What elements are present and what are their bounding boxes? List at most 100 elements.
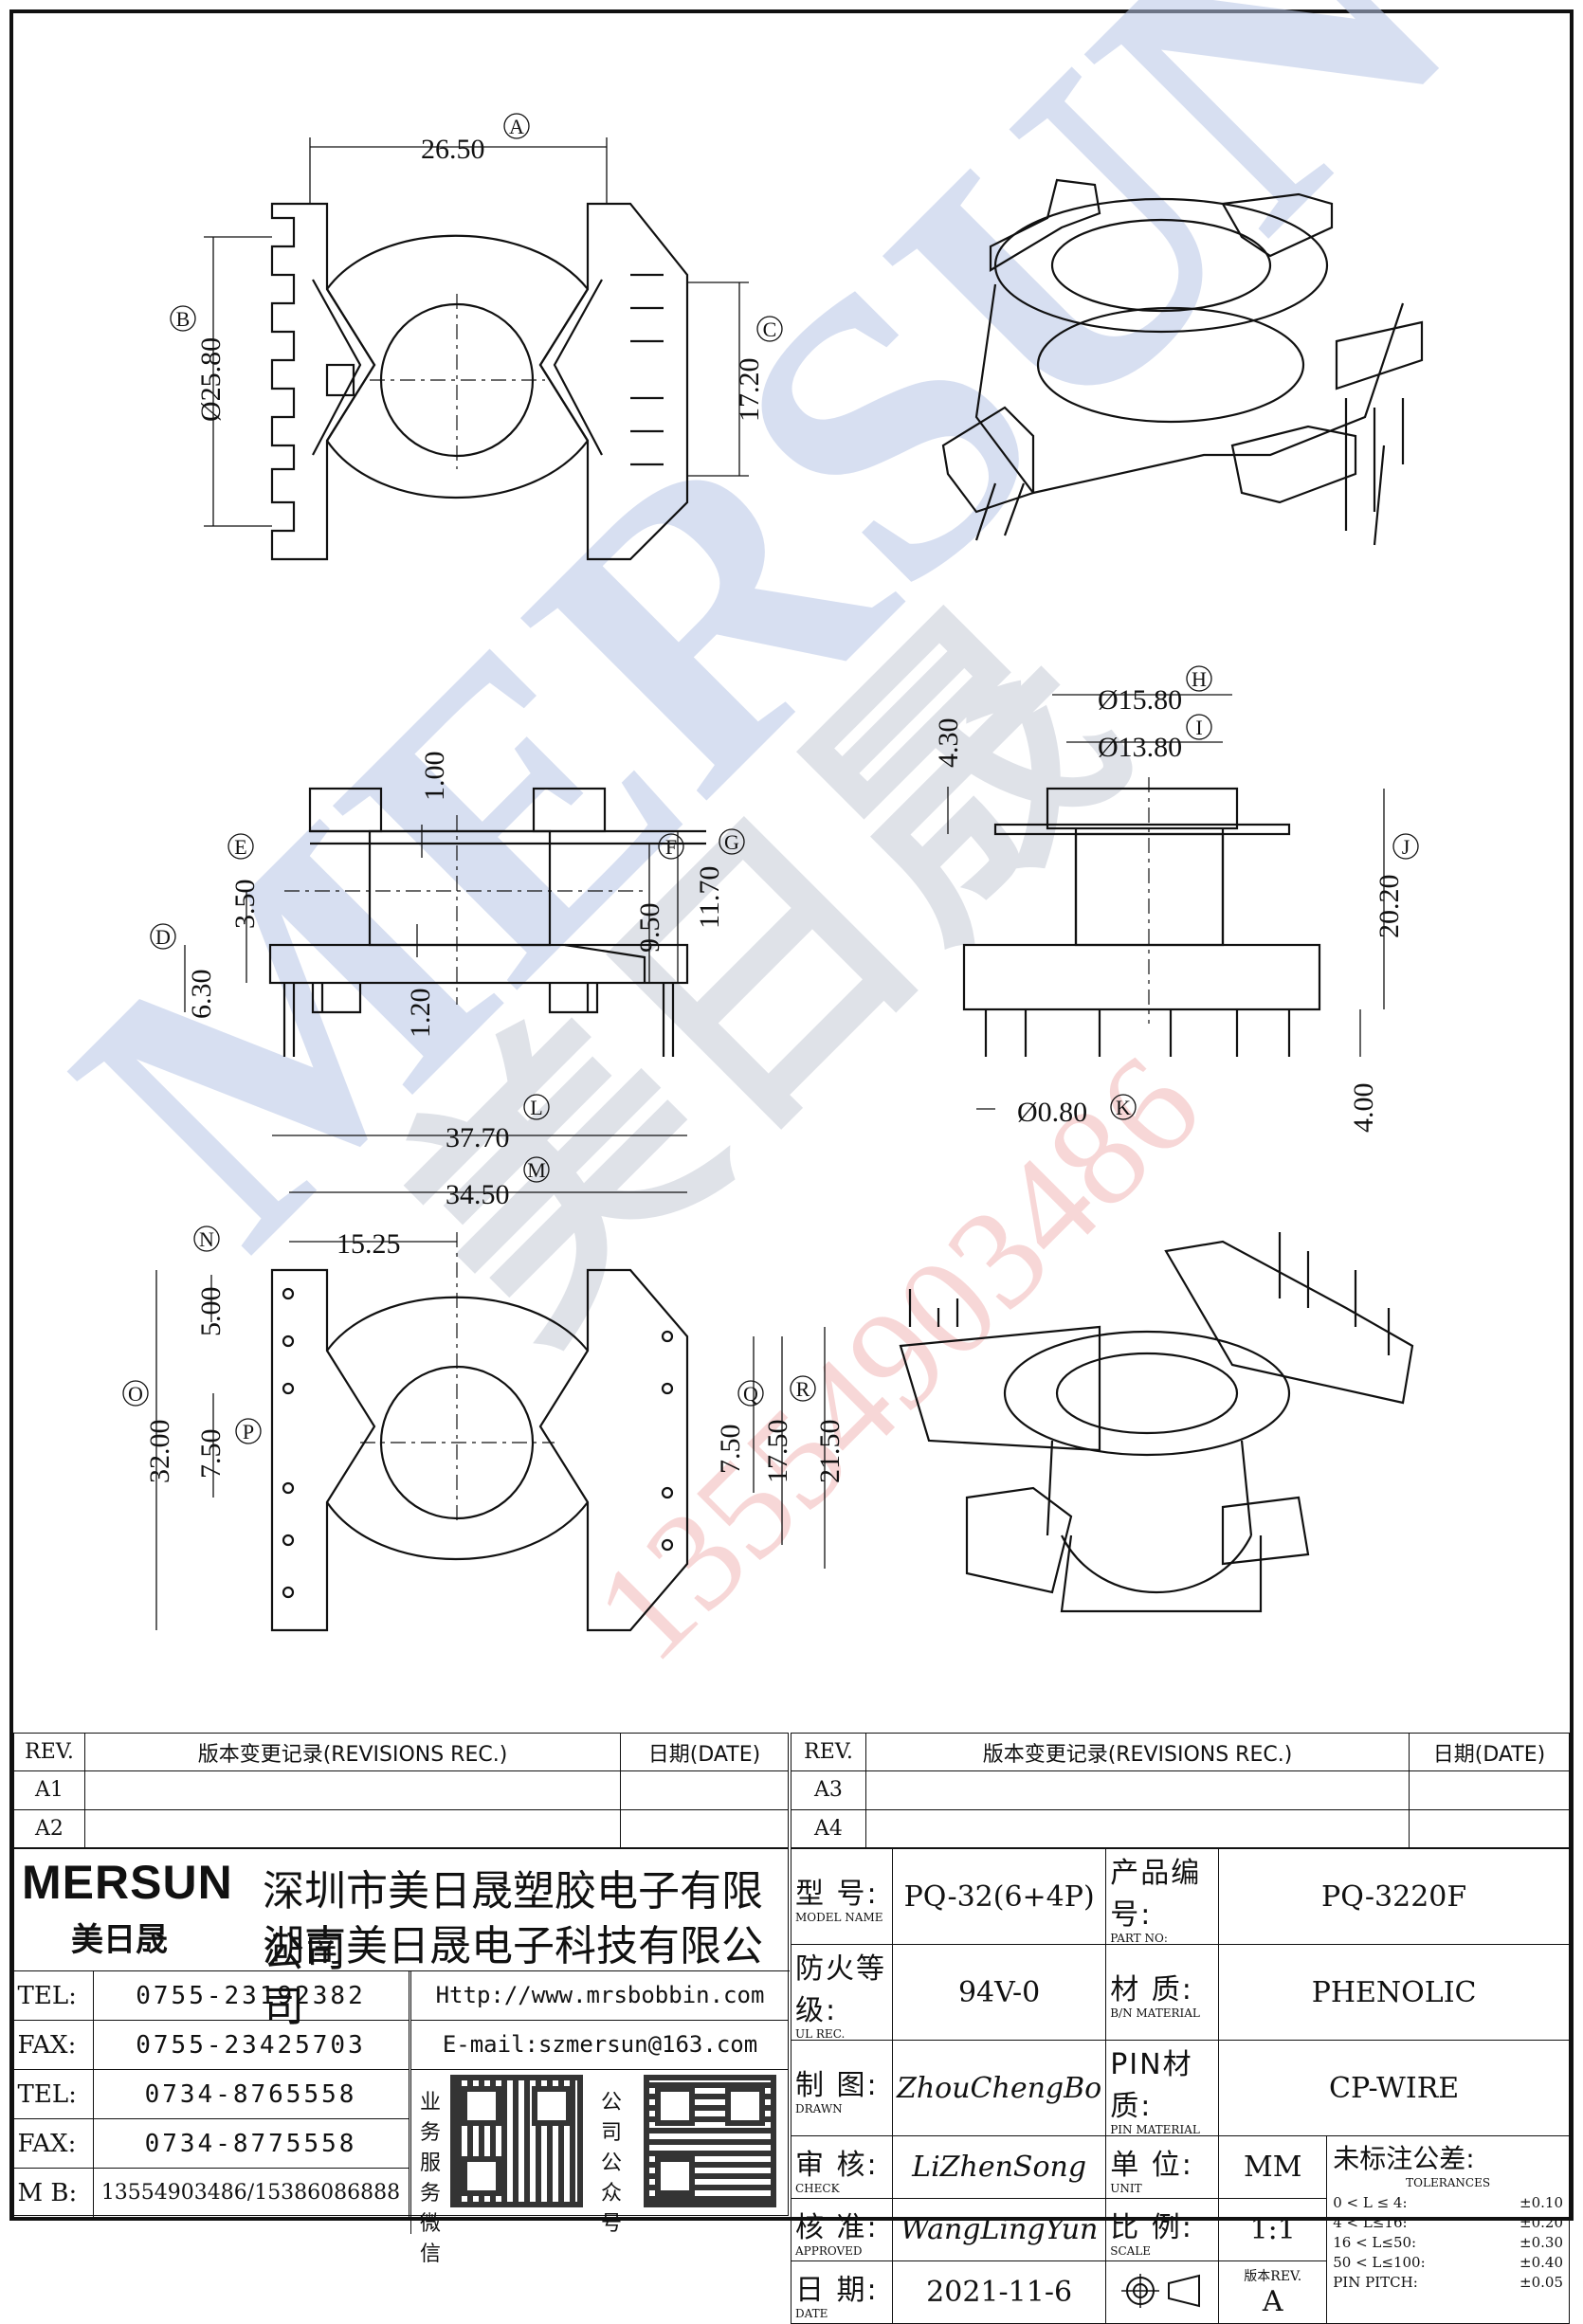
wechat-qr-code — [450, 2075, 583, 2207]
rev-row-label: A2 — [13, 1808, 85, 1849]
side-view — [268, 787, 706, 1057]
wechat-label: 业务 服务 微信 — [410, 2069, 449, 2266]
dim-side-g: 11.70 — [694, 866, 725, 929]
dim-bot-q: 7.50 — [715, 1425, 746, 1475]
svg-text:Q: Q — [743, 1382, 758, 1406]
svg-text:C: C — [763, 318, 777, 341]
check-label-cell: 审 核:CHECK — [791, 2135, 893, 2199]
svg-text:E: E — [234, 835, 246, 859]
tolerance-row: PIN PITCH:±0.05 — [1333, 2274, 1563, 2291]
website-link[interactable]: Http://www.mrsbobbin.com — [410, 1970, 789, 2021]
dim-side-f: 9.50 — [634, 903, 665, 953]
svg-text:B: B — [176, 307, 191, 331]
unit-label-cell: 单 位:UNIT — [1105, 2135, 1220, 2199]
fax-value: 0755-23425703 — [92, 2020, 409, 2070]
marker-m: M — [523, 1156, 550, 1183]
svg-text:A: A — [509, 115, 524, 138]
date-value: 2021-11-6 — [891, 2260, 1107, 2324]
dim-bot-p: 7.50 — [195, 1429, 227, 1480]
svg-text:D: D — [155, 925, 171, 949]
svg-text:F: F — [665, 835, 677, 859]
model-value: PQ-32(6+4P) — [891, 1848, 1107, 1945]
marker-h: H — [1186, 665, 1212, 692]
dim-top-slot: 17.20 — [734, 358, 765, 423]
version-cell: 版本REV. A — [1218, 2260, 1328, 2324]
material-value: PHENOLIC — [1218, 1944, 1570, 2041]
marker-n: N — [193, 1226, 220, 1252]
dim-side-gap: 1.00 — [419, 752, 450, 802]
fax-value: 0734-8775558 — [92, 2118, 409, 2169]
projection-symbol-cell — [1105, 2260, 1220, 2324]
dim-bot-5: 5.00 — [195, 1287, 227, 1337]
ul-value: 94V-0 — [891, 1944, 1107, 2041]
email-link[interactable]: E-mail:szmersun@163.com — [410, 2020, 789, 2070]
tolerance-row: 0 < L ≤ 4:±0.10 — [1333, 2194, 1563, 2211]
svg-text:O: O — [128, 1382, 143, 1406]
dim-side-base: 1.20 — [405, 989, 436, 1039]
part-value: PQ-3220F — [1218, 1848, 1570, 1945]
rev-row-label: A3 — [791, 1770, 866, 1810]
svg-text:G: G — [724, 830, 739, 854]
marker-q: Q — [737, 1380, 764, 1407]
drawn-value: ZhouChengBo — [891, 2040, 1107, 2136]
marker-p: P — [235, 1418, 262, 1444]
rev-date-header: 日期(DATE) — [1409, 1732, 1570, 1772]
rev-date-header: 日期(DATE) — [620, 1732, 789, 1772]
bottom-view — [270, 1232, 689, 1632]
tolerance-sub: TOLERANCES — [1406, 2176, 1491, 2189]
tel-value: 0734-8765558 — [92, 2069, 409, 2119]
part-label-cell: 产品编号:PART NO: — [1105, 1848, 1220, 1945]
unit-value: MM — [1218, 2135, 1328, 2199]
dim-right-i: Ø13.80 — [1098, 732, 1182, 763]
dim-bot-175: 17.50 — [762, 1420, 793, 1484]
tolerance-label: 未标注公差: — [1333, 2143, 1475, 2174]
front-view — [962, 777, 1321, 1057]
marker-c: C — [756, 316, 783, 342]
marker-r: R — [790, 1375, 816, 1402]
tolerance-row: 4 < L≤16:±0.20 — [1333, 2214, 1563, 2231]
tolerance-row: 50 < L≤100:±0.40 — [1333, 2254, 1563, 2271]
dimension-lines — [155, 137, 1385, 1630]
tel-label: TEL: — [12, 1970, 94, 2021]
company-logo: MERSUN — [22, 1856, 233, 1909]
revisions-table-left: REV. 版本变更记录(REVISIONS REC.) 日期(DATE) A1 … — [13, 1732, 789, 1849]
dim-right-top: 4.30 — [933, 718, 964, 769]
company-logo-cn: 美日晟 — [71, 1921, 168, 1959]
svg-text:L: L — [530, 1096, 542, 1119]
rev-record-header: 版本变更记录(REVISIONS REC.) — [84, 1732, 621, 1772]
marker-d: D — [150, 923, 176, 950]
third-angle-projection-icon — [1121, 2273, 1201, 2308]
fax-label: FAX: — [12, 2020, 94, 2070]
dim-right-h: Ø15.80 — [1098, 684, 1182, 716]
svg-text:M: M — [527, 1158, 546, 1182]
svg-text:H: H — [1192, 667, 1207, 691]
marker-l: L — [523, 1094, 550, 1120]
top-view — [270, 202, 689, 561]
company-header: MERSUN 美日晟 深圳市美日晟塑胶电子有限公司 湖南美日晟电子科技有限公司 — [14, 1849, 790, 2031]
company-block: MERSUN 美日晟 深圳市美日晟塑胶电子有限公司 湖南美日晟电子科技有限公司 … — [12, 1848, 790, 2266]
mobile-value: 13554903486/15386086888 — [92, 2168, 409, 2218]
mobile-label: M B: — [12, 2168, 94, 2218]
marker-f: F — [658, 833, 684, 860]
iso-view-2 — [899, 1232, 1414, 1613]
dim-right-pin: 4.00 — [1348, 1083, 1379, 1134]
svg-text:R: R — [796, 1377, 810, 1401]
marker-b: B — [170, 305, 196, 332]
date-label-cell: 日 期:DATE — [791, 2260, 893, 2324]
tolerance-row: 16 < L≤50:±0.30 — [1333, 2234, 1563, 2251]
contact-table: TEL:0755-23192382 FAX:0755-23425703 TEL:… — [12, 1970, 409, 2218]
dim-right-j: 20.20 — [1374, 875, 1405, 939]
dim-right-k: Ø0.80 — [1017, 1097, 1087, 1128]
technical-drawing: MERSUN 美日晟 13554903486 — [0, 0, 1574, 2221]
tel-value: 0755-23192382 — [92, 1970, 409, 2021]
rev-row-label: A1 — [13, 1770, 85, 1810]
svg-text:I: I — [1195, 716, 1202, 739]
dim-top-dia: Ø25.80 — [195, 337, 227, 422]
svg-text:J: J — [1402, 835, 1410, 859]
spec-table: 型 号:MODEL NAME PQ-32(6+4P) 产品编号:PART NO:… — [791, 1848, 1570, 2324]
public-account-label: 公司 公众 号 — [600, 2091, 622, 2236]
iso-view-1 — [941, 178, 1424, 546]
pin-material-value: CP-WIRE — [1218, 2040, 1570, 2136]
dim-side-d: 6.30 — [186, 970, 217, 1020]
marker-o: O — [122, 1380, 149, 1407]
